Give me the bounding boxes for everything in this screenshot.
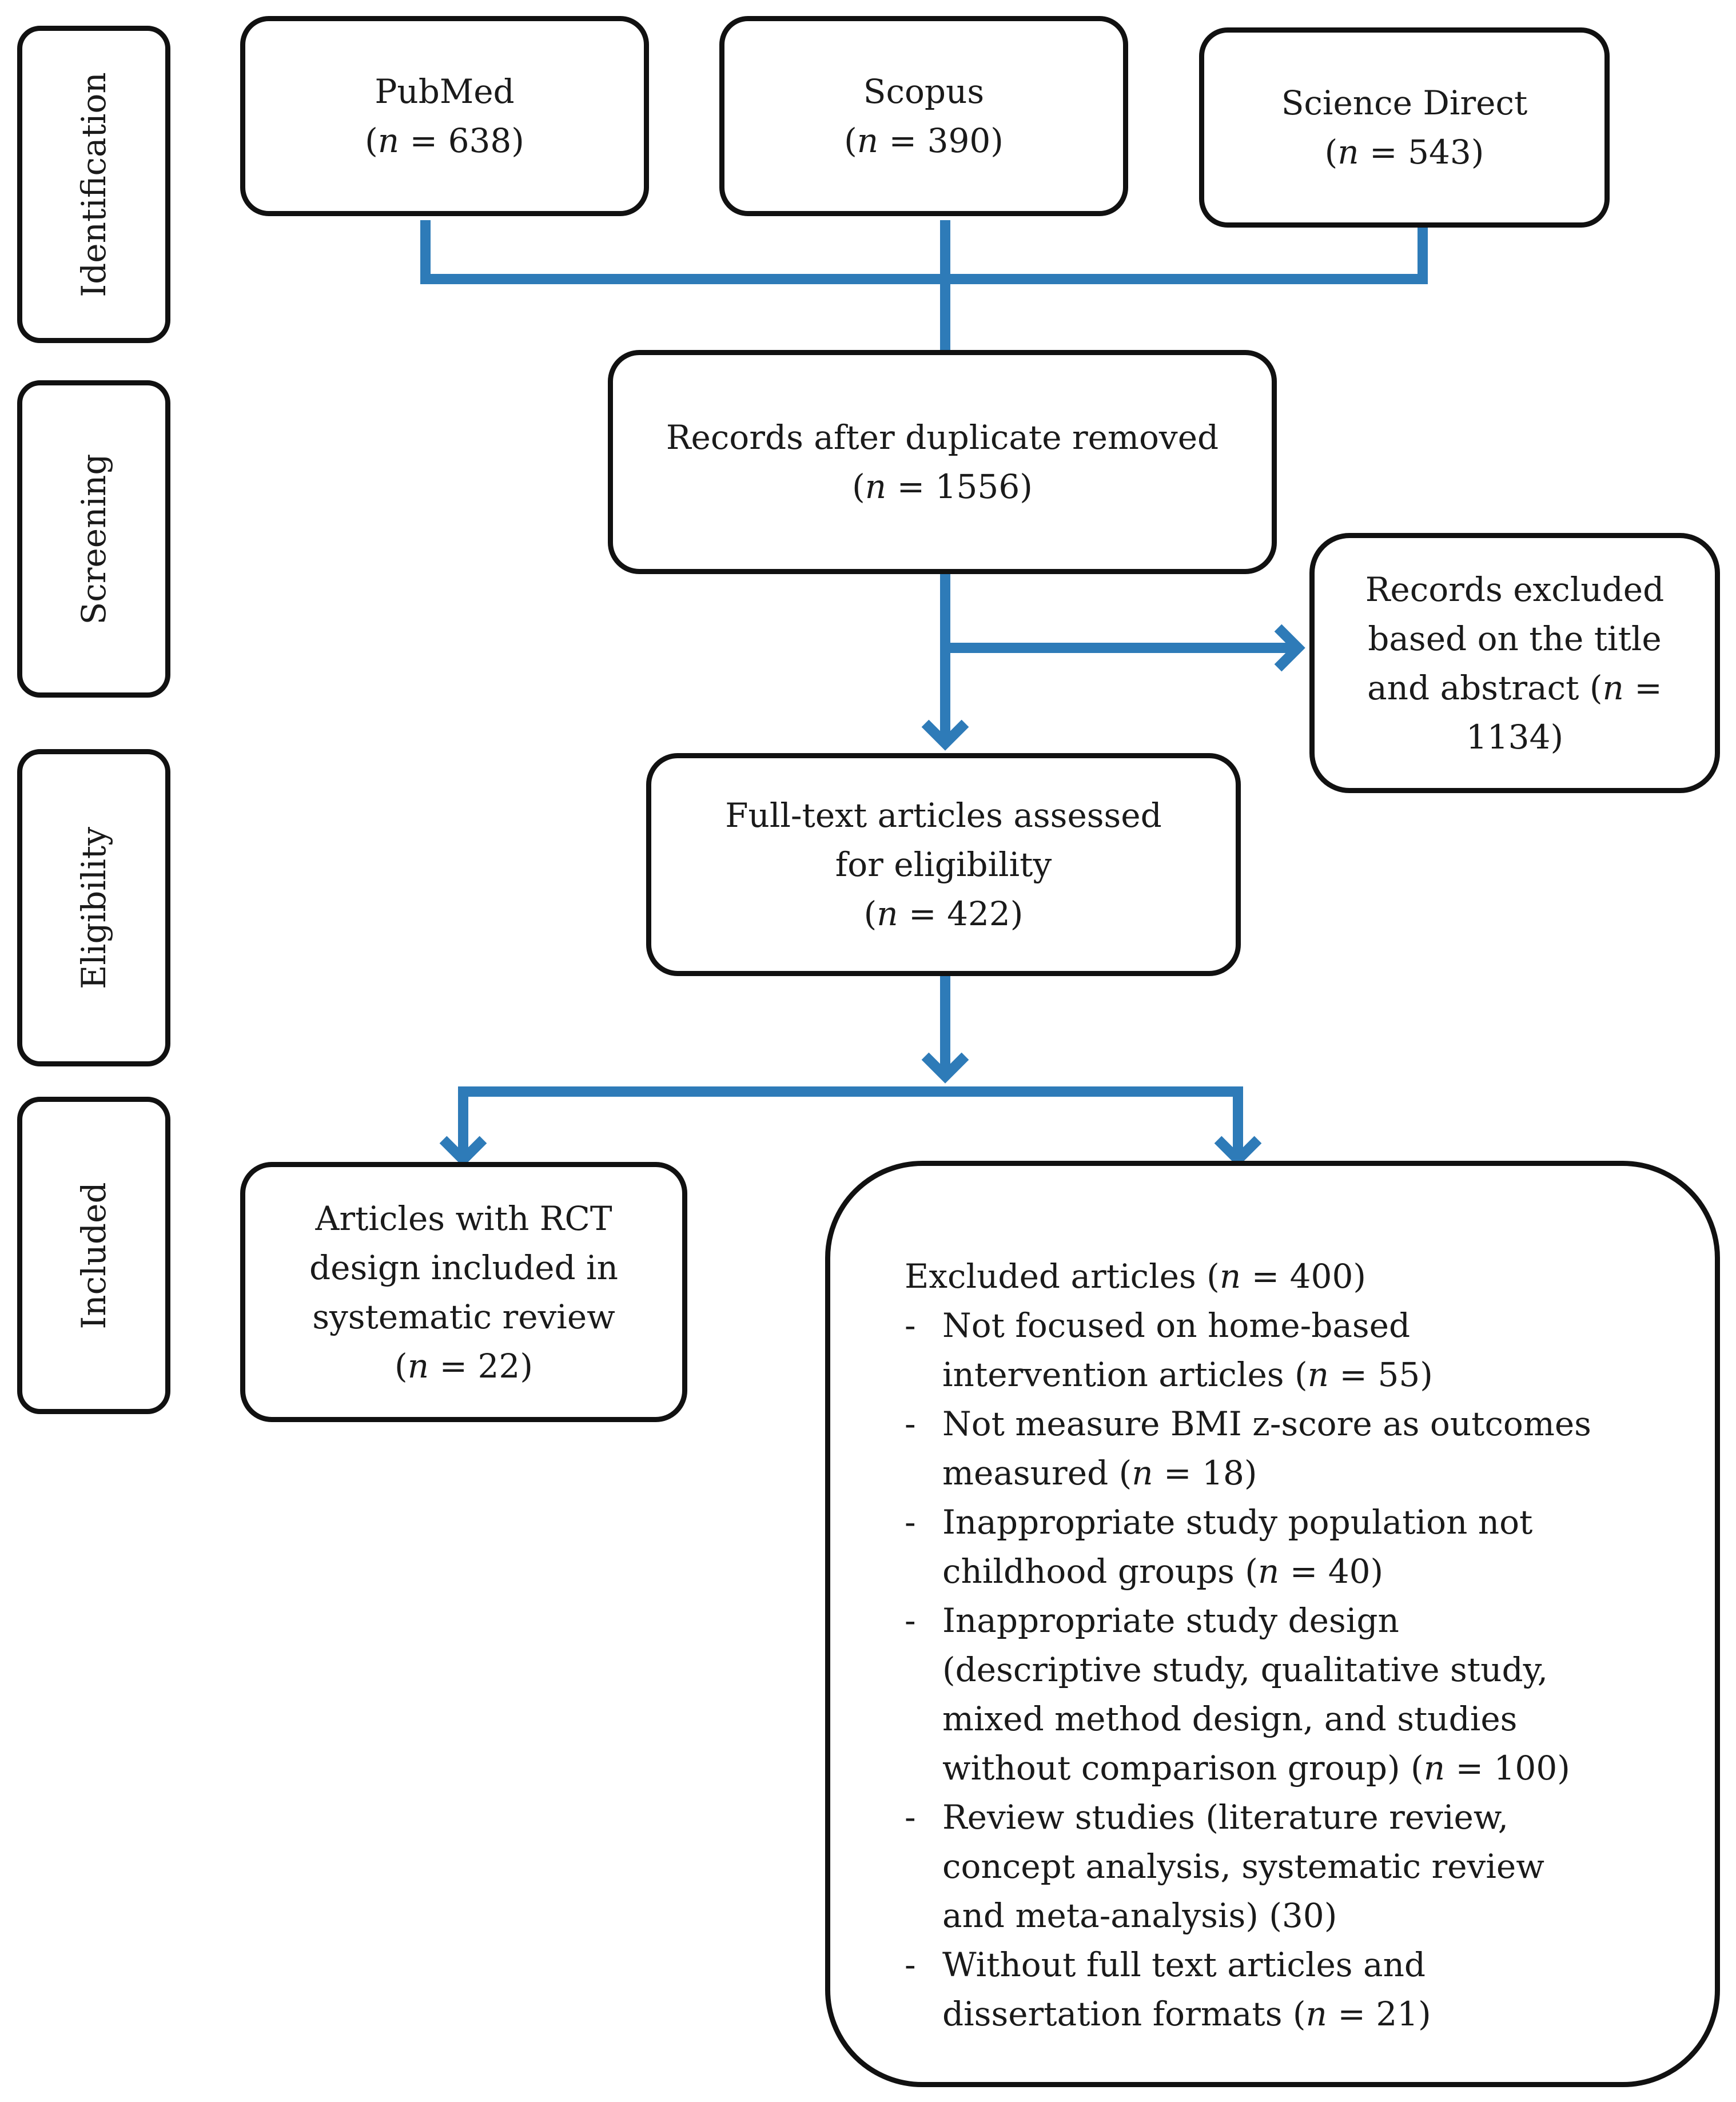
included-line: design included in	[309, 1248, 618, 1287]
list-dash: -	[905, 1798, 916, 1837]
excluded-reason-line: mixed method design, and studies	[942, 1699, 1518, 1738]
source-name: Science Direct	[1281, 83, 1528, 122]
excluded-reason-line: Review studies (literature review,	[942, 1798, 1509, 1837]
excluded-reason: -Not focused on home-based intervention a…	[905, 1301, 1591, 1399]
fulltext-box: Full-text articles assessed for eligibil…	[646, 753, 1241, 976]
excluded-reason-text: Inappropriate study population not childh…	[942, 1498, 1532, 1596]
arrowhead-records-excluded	[1274, 624, 1305, 672]
source-count: (n = 638)	[365, 121, 524, 160]
excluded-reason-line: and meta-analysis) (30)	[942, 1896, 1337, 1935]
excluded-reason-line: concept analysis, systematic review	[942, 1847, 1544, 1886]
excluded-reason-text: Not focused on home-based intervention ar…	[942, 1301, 1433, 1399]
excluded-reason-text: Without full text articles and dissertati…	[942, 1940, 1431, 2039]
source-count: (n = 543)	[1324, 133, 1484, 172]
list-dash: -	[905, 1503, 916, 1542]
stage-eligibility-label: Eligibility	[74, 826, 113, 989]
included-line: systematic review	[312, 1297, 615, 1336]
merge-connector	[420, 220, 1428, 284]
excluded-box: Excluded articles (n = 400) -Not focused…	[825, 1161, 1720, 2087]
list-dash: -	[905, 1601, 916, 1640]
records-excluded-line: based on the title	[1368, 619, 1662, 658]
records-box: Records after duplicate removed (n = 155…	[608, 350, 1277, 574]
included-count: (n = 22)	[395, 1346, 533, 1386]
excluded-reason-line: Not focused on home-based	[942, 1306, 1411, 1345]
source-box-science-direct: Science Direct (n = 543)	[1199, 27, 1610, 228]
stage-identification-label: Identification	[74, 71, 113, 297]
included-line: Articles with RCT	[315, 1199, 612, 1238]
list-dash: -	[905, 1404, 916, 1443]
excluded-reason-line: without comparison group) (n = 100)	[942, 1749, 1570, 1788]
stage-screening-label: Screening	[74, 453, 113, 624]
excluded-reason: -Inappropriate study population not child…	[905, 1498, 1591, 1596]
excluded-reason-line: measured (n = 18)	[942, 1454, 1257, 1492]
excluded-reason: -Without full text articles and dissertat…	[905, 1940, 1591, 2039]
fulltext-count: (n = 422)	[863, 894, 1024, 933]
excluded-reason-text: Not measure BMI z-score as outcomes measu…	[942, 1399, 1591, 1498]
source-name: Scopus	[863, 72, 985, 111]
excluded-reason: -Not measure BMI z-score as outcomes meas…	[905, 1399, 1591, 1498]
stage-screening: Screening	[17, 380, 170, 698]
excluded-reason-line: Without full text articles and	[942, 1945, 1426, 1984]
stage-eligibility: Eligibility	[17, 749, 170, 1066]
excluded-reason-text: Review studies (literature review, concep…	[942, 1793, 1544, 1940]
source-box-pubmed: PubMed (n = 638)	[240, 16, 649, 216]
included-box: Articles with RCT design included in sys…	[240, 1162, 687, 1422]
excluded-reason-line: Not measure BMI z-score as outcomes	[942, 1404, 1591, 1443]
list-dash: -	[905, 1945, 916, 1984]
excluded-reason-line: intervention articles (n = 55)	[942, 1355, 1433, 1394]
arrowhead-fulltext	[921, 719, 969, 751]
records-label: Records after duplicate removed	[666, 418, 1219, 457]
stage-included: Included	[17, 1097, 170, 1414]
arrowhead-included	[439, 1136, 487, 1167]
excluded-title: Excluded articles (n = 400)	[905, 1257, 1366, 1296]
arrowhead-excluded	[1214, 1136, 1262, 1167]
split-connector	[458, 1086, 1243, 1160]
source-count: (n = 390)	[844, 121, 1004, 160]
excluded-reason: -Inappropriate study design (descriptive …	[905, 1596, 1591, 1793]
excluded-reason-line: dissertation formats (n = 21)	[942, 1994, 1431, 2033]
excluded-reason-text: Inappropriate study design (descriptive s…	[942, 1596, 1570, 1793]
records-excluded-line: 1134)	[1466, 717, 1564, 757]
source-name: PubMed	[375, 72, 515, 111]
fulltext-line: for eligibility	[835, 845, 1052, 884]
fulltext-line: Full-text articles assessed	[725, 796, 1162, 835]
source-box-scopus: Scopus (n = 390)	[719, 16, 1128, 216]
stage-included-label: Included	[74, 1181, 113, 1329]
records-excluded-box: Records excluded based on the title and …	[1309, 533, 1720, 793]
excluded-reason-line: (descriptive study, qualitative study,	[942, 1650, 1548, 1689]
excluded-reason-line: childhood groups (n = 40)	[942, 1552, 1384, 1591]
arrowhead-split	[921, 1052, 969, 1084]
excluded-reason: -Review studies (literature review, conce…	[905, 1793, 1591, 1940]
list-dash: -	[905, 1306, 916, 1345]
records-excluded-line: and abstract (n =	[1367, 668, 1662, 707]
excluded-reason-line: Inappropriate study population not	[942, 1503, 1533, 1542]
records-count: (n = 1556)	[852, 467, 1033, 506]
excluded-reason-line: Inappropriate study design	[942, 1601, 1399, 1640]
stage-identification: Identification	[17, 26, 170, 343]
records-excluded-line: Records excluded	[1365, 570, 1665, 609]
